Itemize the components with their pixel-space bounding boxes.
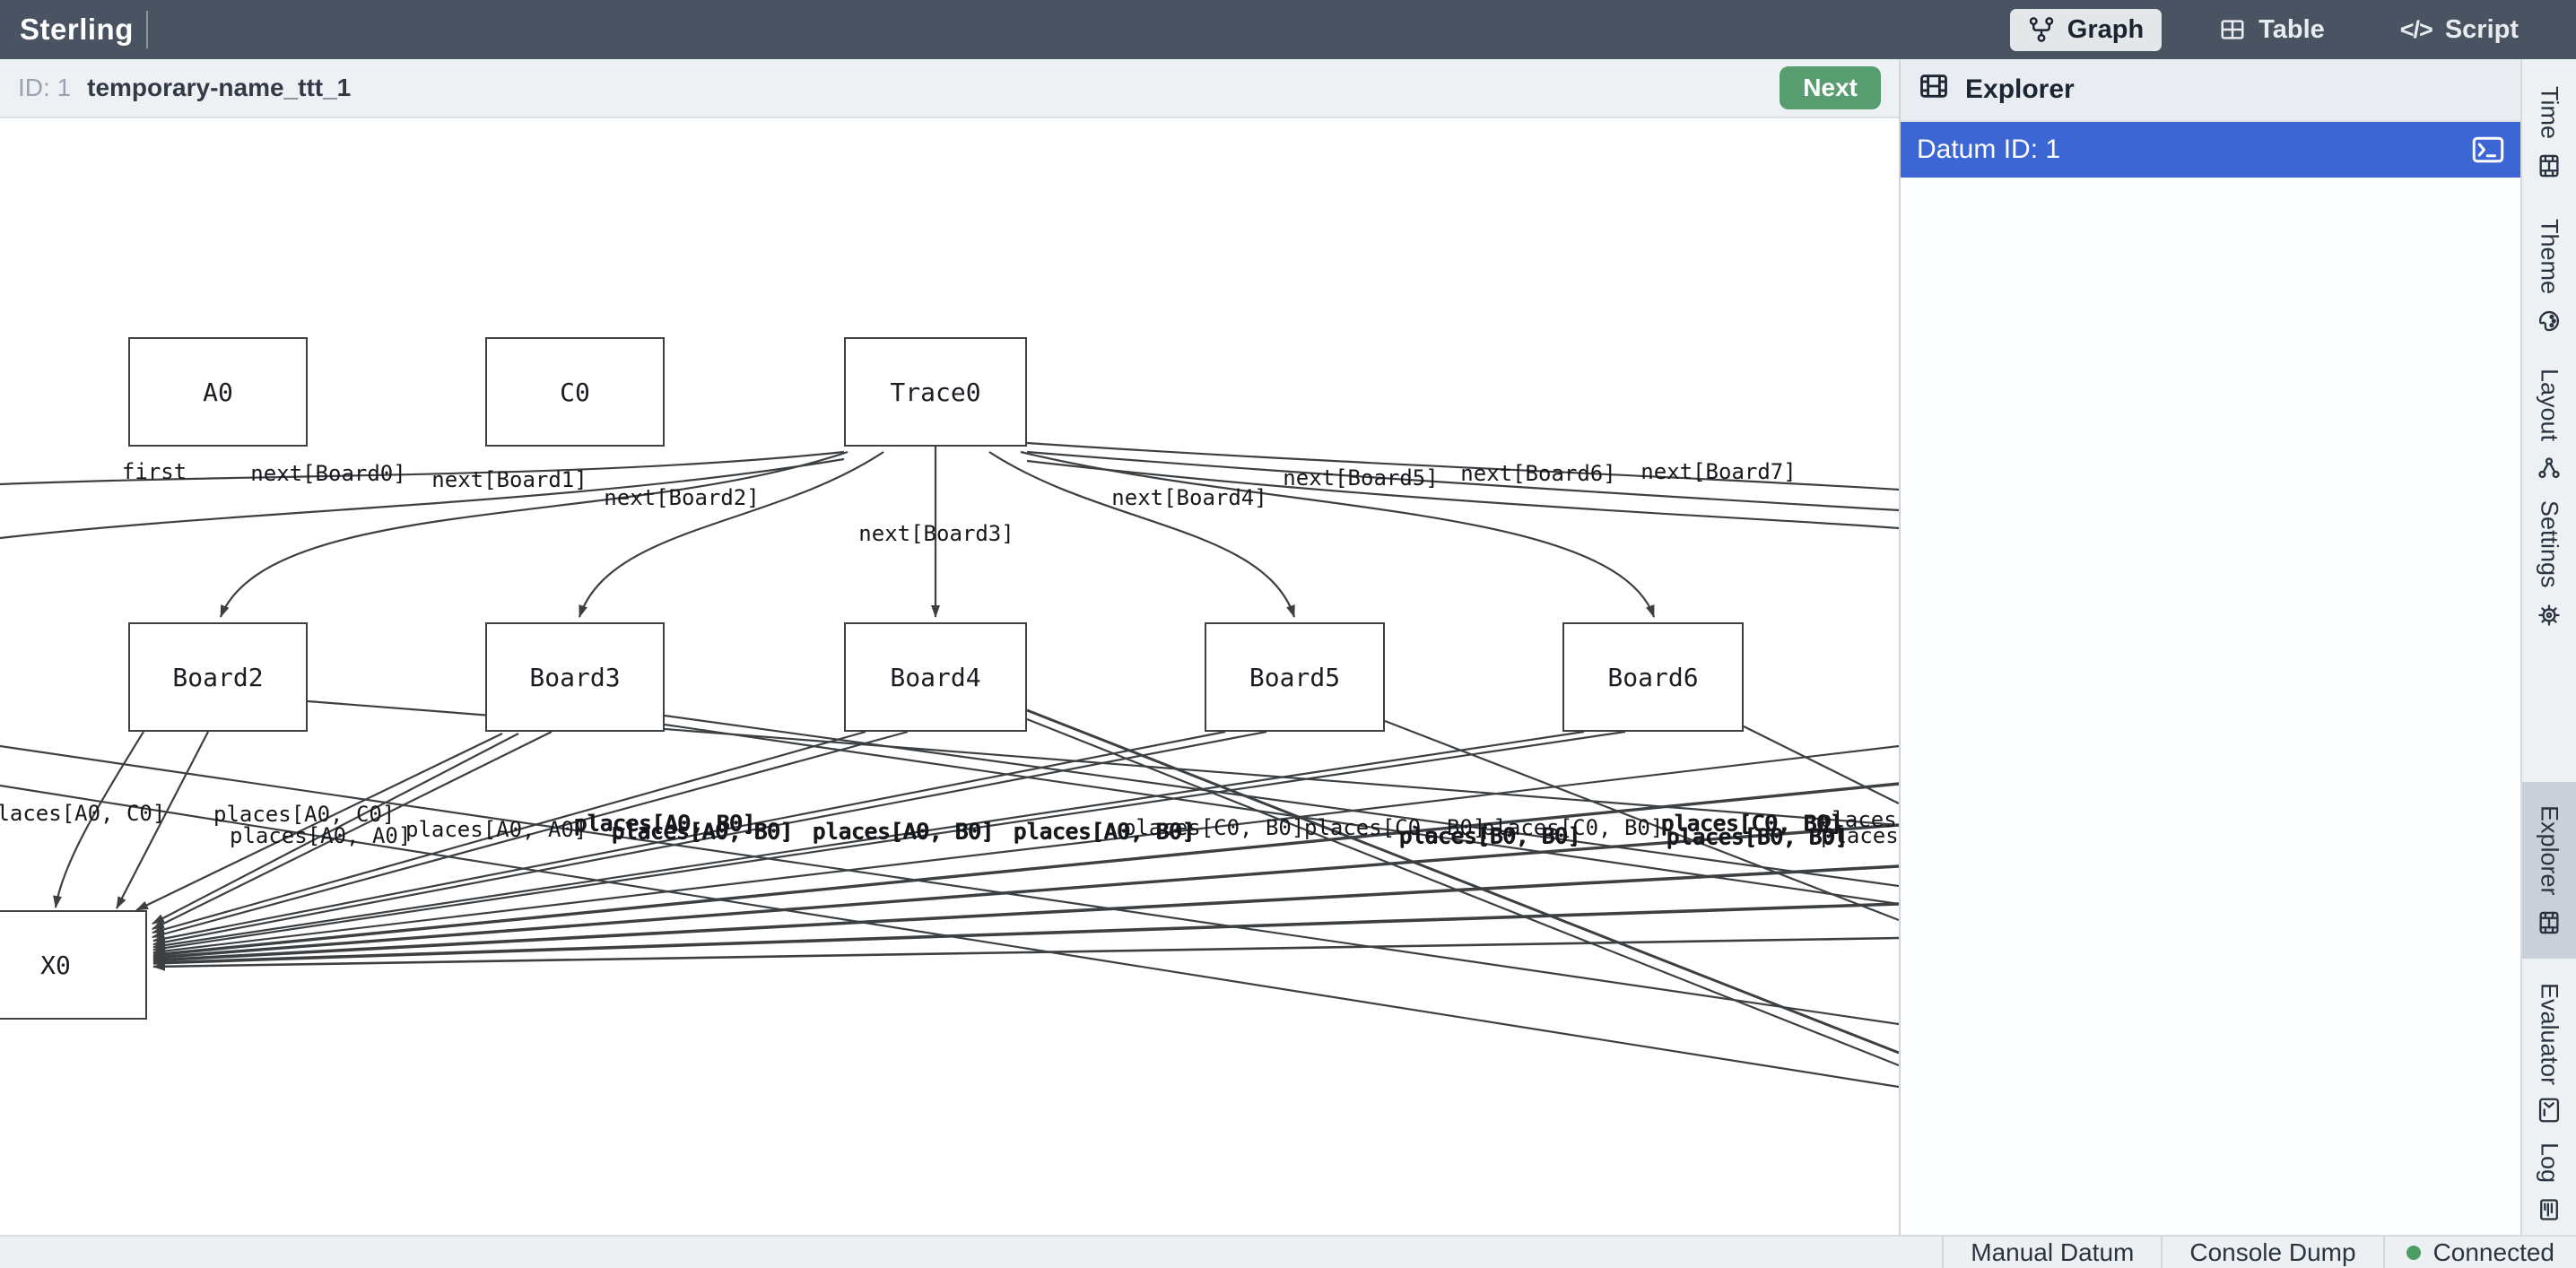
edge-label-places: places[C0, B0] xyxy=(1482,815,1664,840)
graph-node-c0[interactable]: C0 xyxy=(485,337,665,447)
side-tab-time-label: Time xyxy=(2536,86,2563,139)
terminal-icon xyxy=(2538,1098,2560,1123)
edge-label-places: places[A0, C0] xyxy=(0,801,166,826)
edge-label: first xyxy=(121,459,187,484)
explorer-header: Explorer xyxy=(1901,59,2520,122)
edge-label-places: places[C0, B0] xyxy=(1304,815,1486,840)
app-title: Sterling xyxy=(20,13,134,46)
edge-label-places: places[B0, xyxy=(1821,823,1899,848)
tab-script-label: Script xyxy=(2444,14,2519,44)
graph-node-board2[interactable]: Board2 xyxy=(128,622,308,732)
side-tab-layout[interactable]: Layout xyxy=(2522,369,2576,481)
side-tab-settings[interactable]: Settings xyxy=(2522,500,2576,628)
connected-dot-icon xyxy=(2406,1245,2421,1260)
edge-label-places: places[A0, B0] xyxy=(612,819,794,844)
tab-script[interactable]: </> Script xyxy=(2382,9,2537,51)
code-icon: </> xyxy=(2399,15,2433,43)
edge-label-places: places[A0, A0] xyxy=(230,823,412,848)
terminal-icon[interactable] xyxy=(2472,136,2504,163)
tab-graph[interactable]: Graph xyxy=(2009,8,2163,51)
side-tab-explorer[interactable]: Explorer xyxy=(2522,782,2576,959)
edge-label: next[Board1] xyxy=(431,467,587,492)
graph-node-trace0[interactable]: Trace0 xyxy=(844,337,1027,447)
brand-divider xyxy=(145,11,148,48)
explorer-title: Explorer xyxy=(1965,74,2075,104)
side-tab-layout-label: Layout xyxy=(2536,369,2563,442)
datum-item[interactable]: Datum ID: 1 xyxy=(1901,122,2520,178)
edge-label: next[Board3] xyxy=(858,521,1014,546)
edge-label: next[Board7] xyxy=(1640,459,1797,484)
top-bar: Sterling Graph Table </> xyxy=(0,0,2576,59)
edge-label-places: places[A0, C0] xyxy=(213,802,396,827)
side-tab-strip: Time Theme xyxy=(2520,59,2576,1235)
edge-label-places: places[A0, B0] xyxy=(813,819,995,844)
edge-label-places: places[A0, B0] xyxy=(574,811,756,836)
side-tab-time[interactable]: Time xyxy=(2522,86,2576,178)
status-bar: Manual Datum Console Dump Connected xyxy=(0,1235,2576,1268)
side-tab-log-label: Log xyxy=(2536,1142,2563,1184)
edge-label: next[Board5] xyxy=(1283,465,1439,491)
connection-label: Connected xyxy=(2432,1238,2554,1266)
side-tab-theme[interactable]: Theme xyxy=(2522,219,2576,334)
datum-header-bar: ID: 1 temporary-name_ttt_1 Next xyxy=(0,59,1899,118)
tab-table[interactable]: Table xyxy=(2201,9,2343,51)
datum-item-label: Datum ID: 1 xyxy=(1917,135,2061,164)
graph-icon xyxy=(2028,16,2055,43)
side-tab-evaluator[interactable]: Evaluator xyxy=(2522,983,2576,1123)
edge-label-places: places[A0, A0] xyxy=(405,817,587,842)
side-tab-theme-label: Theme xyxy=(2536,219,2563,295)
graph-node-a0[interactable]: A0 xyxy=(128,337,308,447)
edge-label-places: places[B0, B0] xyxy=(1399,823,1581,848)
gear-icon xyxy=(2537,603,2562,628)
side-tab-settings-label: Settings xyxy=(2536,500,2563,588)
edge-label: next[Board0] xyxy=(250,461,406,486)
next-button[interactable]: Next xyxy=(1780,66,1881,109)
layout-icon xyxy=(2537,456,2562,481)
palette-icon xyxy=(2537,308,2562,334)
tab-table-label: Table xyxy=(2258,14,2325,44)
film-icon xyxy=(2537,153,2562,178)
console-dump-button[interactable]: Console Dump xyxy=(2161,1237,2382,1268)
film-icon xyxy=(2537,910,2562,935)
side-tab-log[interactable]: Log xyxy=(2522,1142,2576,1222)
graph-node-board4[interactable]: Board4 xyxy=(844,622,1027,732)
graph-node-x0[interactable]: X0 xyxy=(0,910,147,1020)
tab-graph-label: Graph xyxy=(2067,14,2145,44)
graph-edges xyxy=(0,441,1899,1089)
edge-label-places: places[C0, B0] xyxy=(1123,815,1305,840)
graph-node-board6[interactable]: Board6 xyxy=(1562,622,1744,732)
connection-status: Connected xyxy=(2382,1237,2576,1268)
manual-datum-button[interactable]: Manual Datum xyxy=(1942,1237,2161,1268)
log-icon xyxy=(2537,1197,2562,1222)
graph-node-board5[interactable]: Board5 xyxy=(1205,622,1385,732)
datum-id-label: ID: 1 xyxy=(18,74,72,101)
edge-label-places: places[C0, xyxy=(1819,807,1899,832)
side-tab-explorer-label: Explorer xyxy=(2536,805,2563,896)
side-tab-evaluator-label: Evaluator xyxy=(2536,983,2563,1086)
edge-label-places: places[B0, B0] xyxy=(1667,824,1849,849)
table-icon xyxy=(2219,16,2246,43)
datum-name: temporary-name_ttt_1 xyxy=(87,74,352,101)
edge-label: next[Board2] xyxy=(604,485,760,510)
edge-label: next[Board4] xyxy=(1111,485,1267,510)
graph-node-board3[interactable]: Board3 xyxy=(485,622,665,732)
edge-label-places: places[A0, B0] xyxy=(1014,819,1196,844)
explorer-panel: Explorer Datum ID: 1 xyxy=(1899,59,2520,1235)
film-icon xyxy=(1919,71,1949,109)
edge-label: next[Board6] xyxy=(1460,461,1616,486)
edge-label-places: places[C0, B0] xyxy=(1661,811,1843,836)
